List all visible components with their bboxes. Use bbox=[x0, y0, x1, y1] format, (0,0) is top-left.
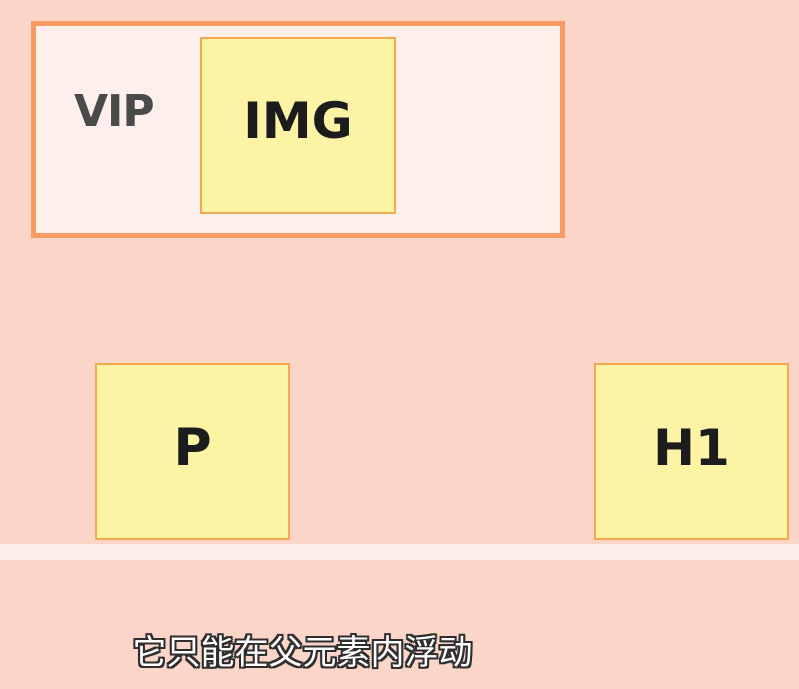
floor-divider bbox=[0, 544, 799, 560]
p-element-box: P bbox=[95, 363, 290, 540]
p-label: P bbox=[173, 417, 212, 478]
h1-label: H1 bbox=[653, 418, 730, 477]
caption-subtitle: 它只能在父元素内浮动 bbox=[132, 633, 473, 673]
vip-label: VIP bbox=[74, 86, 155, 137]
img-label: IMG bbox=[243, 91, 353, 150]
img-floated-element: IMG bbox=[200, 37, 396, 214]
h1-element-box: H1 bbox=[594, 363, 789, 540]
